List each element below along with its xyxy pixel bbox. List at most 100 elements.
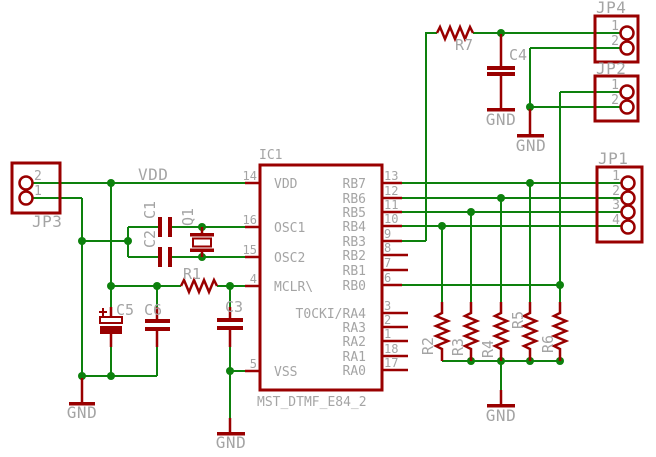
connector-pin-circle[interactable]: [18, 190, 34, 206]
ic-pin-name: T0CKI/RA4: [296, 307, 367, 322]
connector-pin-circle[interactable]: [620, 175, 636, 191]
capacitor-c5[interactable]: C5: [99, 301, 134, 347]
ic-pin-number: 5: [250, 357, 257, 371]
resistor-label: R3: [449, 338, 467, 356]
connector-pin-circle[interactable]: [619, 99, 635, 115]
ic-pin-number: 14: [243, 169, 257, 183]
ic-pin-number: 6: [384, 271, 391, 285]
capacitor-label: C5: [116, 301, 134, 319]
resistor-r7[interactable]: R7: [435, 23, 475, 54]
gnd-symbol[interactable]: GND: [67, 378, 97, 422]
connector-body: [593, 74, 640, 123]
ic-pin-number: 18: [384, 342, 398, 356]
capacitor-plate: [158, 217, 162, 237]
connector-jp3[interactable]: 2 1 JP3: [10, 161, 62, 231]
junction-dot: [556, 281, 564, 289]
capacitor-c6[interactable]: C6: [144, 301, 170, 347]
connector-jp1[interactable]: 1 2 3 4 JP1: [595, 149, 644, 244]
connector-jp4[interactable]: 1 2 JP4: [593, 0, 640, 64]
capacitor-c3[interactable]: C3: [217, 298, 243, 347]
capacitor-label: C1: [141, 201, 159, 219]
resistor-r6[interactable]: R6: [539, 302, 570, 361]
crystal-plate: [190, 233, 214, 237]
capacitor-label: C3: [225, 298, 243, 316]
resistor-r3[interactable]: R3: [449, 302, 481, 361]
connector-pin-circle[interactable]: [18, 175, 34, 191]
connector-label: JP1: [598, 149, 628, 168]
ic-pin-number: 13: [384, 169, 398, 183]
gnd-symbol[interactable]: GND: [516, 109, 546, 155]
ic-pin-name: RB2: [343, 249, 366, 264]
capacitor-c4[interactable]: C4: [487, 34, 527, 108]
resistor-zigzag: [461, 302, 481, 361]
junction-dots: [78, 29, 564, 380]
resistor-zigzag: [550, 302, 570, 361]
capacitor-plate: [168, 247, 172, 267]
ic-value: MST_DTMF_E84_2: [257, 395, 367, 410]
resistor-r4[interactable]: R4: [479, 302, 511, 361]
connector-pin-circle[interactable]: [619, 84, 635, 100]
capacitor-plate: [487, 72, 515, 76]
ic-symbol[interactable]: IC1 MST_DTMF_E84_2 14 16 15 4 5 VDD OSC1…: [243, 148, 408, 410]
connector-pin-circle[interactable]: [620, 219, 636, 235]
ic-pin-number: 7: [384, 256, 391, 270]
ic-pin-number: 1: [384, 327, 391, 341]
wire-segment-bus: [402, 182, 621, 302]
connector-pin-circle[interactable]: [619, 25, 635, 41]
connector-pin-number: 3: [612, 198, 620, 213]
resistor-label: R5: [509, 311, 527, 329]
gnd-bar: [487, 108, 515, 112]
capacitor-plate: [145, 319, 170, 323]
ic-pin-number: 4: [250, 272, 257, 286]
ic-pin-name: RA0: [343, 364, 366, 379]
junction-dot: [78, 237, 86, 245]
ic-pin-number: 10: [384, 212, 398, 226]
connector-jp2[interactable]: 1 2 JP2: [593, 59, 640, 123]
junction-dot: [226, 282, 234, 290]
ic-pin-name: RB0: [343, 279, 366, 294]
gnd-bar: [487, 404, 515, 408]
ic-pin-number: 17: [384, 356, 398, 370]
connector-pin-circle[interactable]: [619, 40, 635, 56]
ic-pin-name: RA3: [343, 321, 366, 336]
resistor-label: R4: [479, 340, 497, 358]
ic-pin-name: RB6: [343, 192, 366, 207]
resistor-label: R6: [539, 335, 557, 353]
gnd-symbol[interactable]: GND: [216, 418, 246, 452]
ic-pin-name: OSC2: [274, 251, 305, 266]
gnd-symbol[interactable]: GND: [486, 108, 516, 129]
gnd-bar: [69, 402, 95, 406]
capacitor-plate: [217, 326, 243, 330]
capacitor-label: C2: [141, 230, 159, 248]
capacitor-plate: [217, 318, 243, 322]
ic-pin-number: 16: [243, 213, 257, 227]
resistor-r1[interactable]: R1: [179, 265, 219, 296]
ic-pin-number: 9: [384, 227, 391, 241]
capacitor-c2[interactable]: C2: [141, 230, 172, 267]
connector-pin-circle[interactable]: [620, 190, 636, 206]
capacitor-c1[interactable]: C1: [141, 201, 172, 237]
crystal-q1[interactable]: Q1: [179, 208, 214, 257]
junction-dot: [438, 222, 446, 230]
ic-pin-number: 3: [384, 299, 391, 313]
resistor-r2[interactable]: R2: [419, 302, 452, 361]
resistor-r5[interactable]: R5: [509, 302, 540, 361]
junction-dot: [226, 367, 234, 375]
junction-dot: [497, 29, 505, 37]
ic-pin-number: 8: [384, 241, 391, 255]
connector-pin-number: 4: [612, 213, 620, 228]
gnd-symbol[interactable]: GND: [486, 390, 516, 425]
capacitor-plate: [145, 327, 170, 331]
resistor-zigzag: [520, 302, 540, 361]
gnd-label: GND: [486, 110, 516, 129]
connector-label: JP3: [32, 212, 62, 231]
connector-pin-circle[interactable]: [620, 204, 636, 220]
ic-pin-name: RB3: [343, 235, 366, 250]
crystal-plate: [190, 248, 214, 252]
ic-pin-number: 12: [384, 184, 398, 198]
ic-pin-name: RB4: [343, 220, 367, 235]
connector-label: JP2: [596, 59, 626, 78]
connector-body: [10, 161, 62, 215]
junction-dot: [107, 282, 115, 290]
ic-refdes: IC1: [259, 148, 282, 163]
